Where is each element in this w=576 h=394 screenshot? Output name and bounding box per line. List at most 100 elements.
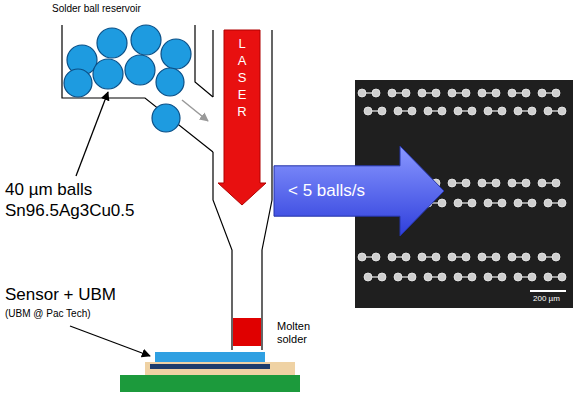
capillary-wall (262, 30, 272, 350)
solder-dumbbell (508, 179, 530, 187)
solder-bump (508, 89, 516, 97)
solder-bump (448, 89, 456, 97)
solder-bump (538, 253, 546, 261)
solder-bump (492, 179, 500, 187)
solder-dumbbell (364, 273, 386, 281)
solder-bump (448, 179, 456, 187)
rate-arrow: < 5 balls/s (274, 146, 444, 236)
solder-dumbbell (394, 273, 416, 281)
solder-bump (462, 179, 470, 187)
solder-bump (544, 273, 552, 281)
solder-bump (514, 273, 522, 281)
solder-bump (432, 89, 440, 97)
solder-ball (125, 55, 155, 85)
part-name: Sensor + UBM (5, 285, 116, 305)
solder-bump (408, 107, 416, 115)
solder-bump (498, 107, 506, 115)
solder-bump (372, 89, 380, 97)
rate-label: < 5 balls/s (288, 181, 365, 201)
fall-arrow (182, 100, 208, 121)
solder-bump (508, 179, 516, 187)
solder-dumbbell (448, 253, 470, 261)
solder-balls (64, 25, 191, 132)
solder-bump (528, 273, 536, 281)
solder-dumbbell (388, 253, 410, 261)
rate-arrow-shape (274, 146, 444, 236)
solder-dumbbell (538, 253, 560, 261)
solder-bump (522, 253, 530, 261)
solder-bump (538, 179, 546, 187)
solder-bump (514, 107, 522, 115)
part-name: Solder ball reservoir (52, 3, 141, 15)
solder-bump (424, 107, 432, 115)
solder-bump (468, 273, 476, 281)
solder-bump (528, 107, 536, 115)
solder-bump (528, 199, 536, 207)
solder-bump (498, 273, 506, 281)
solder-dumbbell (418, 89, 440, 97)
solder-bump (468, 107, 476, 115)
solder-dumbbell (508, 253, 530, 261)
solder-bump (558, 273, 566, 281)
solder-bump (364, 107, 372, 115)
solder-dumbbell (514, 199, 536, 207)
solder-bump (484, 273, 492, 281)
part-name: Molten solder (277, 320, 329, 345)
solder-bump (378, 273, 386, 281)
solder-ball (93, 59, 123, 89)
leader-arrow (70, 326, 150, 356)
solder-bump (418, 253, 426, 261)
laser-label: LASER (236, 30, 249, 120)
solder-dumbbell (454, 107, 476, 115)
solder-bump (448, 253, 456, 261)
solder-bump (372, 253, 380, 261)
solder-dumbbell (538, 89, 560, 97)
solder-bump (468, 199, 476, 207)
reservoir-wall (62, 25, 213, 152)
solder-bump (454, 199, 462, 207)
solder-dumbbell (358, 89, 380, 97)
solder-bump (378, 107, 386, 115)
substrate (120, 375, 300, 392)
solder-bump (552, 253, 560, 261)
solder-dumbbell (418, 253, 440, 261)
solder-bump (552, 89, 560, 97)
solder-bump (478, 179, 486, 187)
solder-bump (394, 107, 402, 115)
solder-bump (558, 199, 566, 207)
solder-bump (538, 89, 546, 97)
solder-dumbbell (448, 89, 470, 97)
solder-dumbbell (544, 199, 566, 207)
solder-bump (358, 253, 366, 261)
solder-ball (97, 28, 127, 58)
solder-ball (152, 104, 180, 132)
solder-bump (438, 107, 446, 115)
scale-bar (530, 290, 566, 292)
solder-bump (492, 253, 500, 261)
sensor-chip (155, 352, 265, 362)
solder-bump (492, 89, 500, 97)
solder-dumbbell (544, 107, 566, 115)
molten-solder (233, 318, 261, 346)
solder-dumbbell (454, 199, 476, 207)
alloy-name: Sn96.5Ag3Cu0.5 (5, 201, 135, 221)
solder-dumbbell (514, 273, 536, 281)
solder-bump (558, 107, 566, 115)
solder-bump (514, 199, 522, 207)
solder-bump (498, 199, 506, 207)
solder-bump (462, 89, 470, 97)
solder-dumbbell (484, 199, 506, 207)
solder-bump (418, 89, 426, 97)
solder-bump (408, 273, 416, 281)
solder-dumbbell (484, 107, 506, 115)
solder-dumbbell (508, 89, 530, 97)
laser-arrow-shape (218, 30, 266, 205)
solder-dumbbell (424, 107, 446, 115)
note: (UBM @ Pac Tech) (5, 308, 91, 320)
solder-bump (402, 89, 410, 97)
solder-bump (394, 273, 402, 281)
solder-bump (388, 89, 396, 97)
laser-arrow: LASER (218, 30, 266, 205)
solder-bump (544, 199, 552, 207)
solder-dumbbell (544, 273, 566, 281)
